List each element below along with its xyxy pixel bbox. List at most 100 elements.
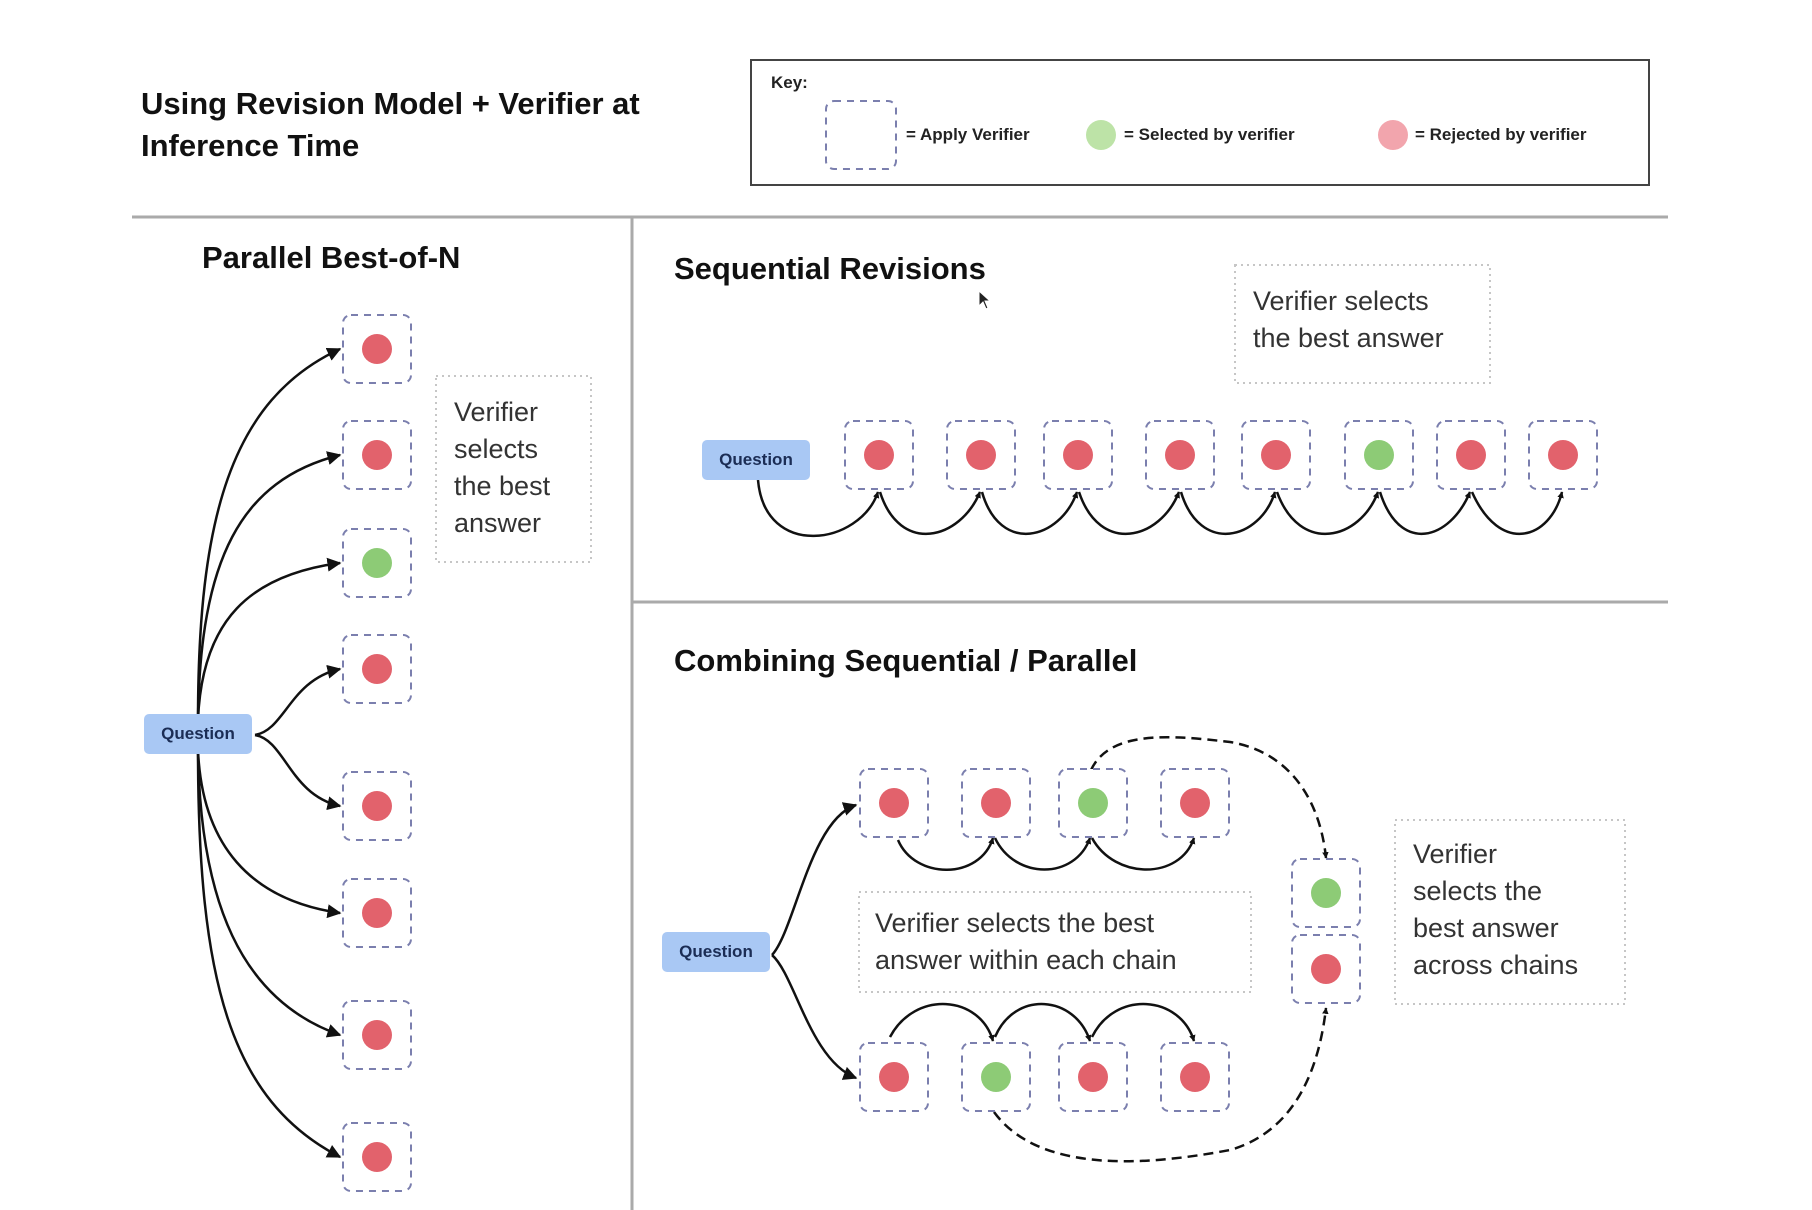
chain-top-answer-4 — [1160, 768, 1230, 838]
sequential-answer-7 — [1436, 420, 1506, 490]
parallel-arrow-6 — [196, 749, 342, 919]
chain-bottom-answer-4 — [1160, 1042, 1230, 1112]
header-title: Using Revision Model + Verifier at Infer… — [141, 83, 640, 167]
selected-answer-dot — [1311, 878, 1341, 908]
sequential-note-line: the best answer — [1253, 323, 1444, 353]
chain-bottom-arrow-2 — [993, 1002, 1092, 1042]
sequential-arrows — [756, 479, 1564, 538]
parallel-note-line: Verifier — [454, 397, 539, 427]
parallel-note-line: answer — [454, 508, 542, 538]
selected-answer-dot — [1078, 788, 1108, 818]
rejected-answer-dot — [879, 788, 909, 818]
parallel-arrow-4 — [254, 664, 342, 737]
chain-bottom-answer-1 — [859, 1042, 929, 1112]
parallel-answer-6 — [342, 878, 412, 948]
combined-question-box — [662, 932, 770, 972]
header-title-line1: Using Revision Model + Verifier at — [141, 86, 640, 121]
combined-title: Combining Sequential / Parallel — [674, 643, 1138, 678]
chain-bottom-arrow-1 — [888, 1002, 995, 1042]
parallel-note-line: the best — [454, 471, 551, 501]
sequential-note: Verifier selects the best answer — [1253, 283, 1444, 357]
final-answer-1 — [1291, 858, 1361, 928]
rejected-answer-dot — [1165, 440, 1195, 470]
rejected-answer-dot — [1548, 440, 1578, 470]
final-answer-2 — [1291, 934, 1361, 1004]
parallel-arrow-2 — [196, 451, 342, 721]
parallel-answer-8 — [342, 1122, 412, 1192]
parallel-answer-3 — [342, 528, 412, 598]
sequential-note-line: Verifier selects — [1253, 286, 1429, 316]
parallel-note-line: selects — [454, 434, 539, 464]
sequential-arrow-2 — [878, 491, 982, 535]
sequential-answer-6 — [1344, 420, 1414, 490]
key-selected-dot — [1086, 120, 1116, 150]
key-apply-verifier-label: = Apply Verifier — [906, 125, 1030, 144]
sequential-arrow-5 — [1179, 491, 1277, 535]
parallel-answer-2 — [342, 420, 412, 490]
parallel-answer-5 — [342, 771, 412, 841]
parallel-answer-1 — [342, 314, 412, 384]
sequential-arrow-8 — [1470, 491, 1564, 535]
cursor-icon — [978, 290, 992, 310]
key-box — [750, 59, 1650, 186]
sequential-answers — [844, 420, 1598, 490]
combined-arrows — [771, 736, 1329, 1163]
chain-bottom-to-final-dashed — [992, 1007, 1329, 1163]
within-chain-note-line: Verifier selects the best — [875, 908, 1155, 938]
parallel-answer-7 — [342, 1000, 412, 1070]
parallel-arrow-5 — [254, 733, 342, 811]
rejected-answer-dot — [1180, 1062, 1210, 1092]
chain-top-answer-1 — [859, 768, 929, 838]
rejected-answer-dot — [362, 334, 392, 364]
rejected-answer-dot — [1078, 1062, 1108, 1092]
sequential-arrow-7 — [1378, 491, 1472, 535]
key-rejected-dot — [1378, 120, 1408, 150]
rejected-answer-dot — [362, 1142, 392, 1172]
sequential-answer-2 — [946, 420, 1016, 490]
key-selected-label: = Selected by verifier — [1124, 125, 1295, 144]
sequential-answer-3 — [1043, 420, 1113, 490]
sequential-answer-4 — [1145, 420, 1215, 490]
parallel-question-box — [144, 714, 252, 754]
parallel-answer-4 — [342, 634, 412, 704]
parallel-title: Parallel Best-of-N — [202, 240, 461, 275]
chain-bottom-answer-2 — [961, 1042, 1031, 1112]
key-verifier-box — [825, 100, 897, 170]
parallel-question-label: Question — [161, 724, 235, 743]
across-chains-note: Verifier selects the best answer across … — [1413, 836, 1578, 984]
rejected-answer-dot — [1456, 440, 1486, 470]
rejected-answer-dot — [864, 440, 894, 470]
sequential-title: Sequential Revisions — [674, 251, 986, 286]
parallel-note-box — [435, 375, 592, 563]
combined-branch-top — [771, 802, 858, 956]
parallel-arrow-3 — [196, 557, 342, 721]
key-title: Key: — [771, 73, 808, 92]
rejected-answer-dot — [981, 788, 1011, 818]
rejected-answer-dot — [1180, 788, 1210, 818]
rejected-answer-dot — [362, 1020, 392, 1050]
selected-answer-dot — [1364, 440, 1394, 470]
chain-top-arrow-2 — [993, 837, 1092, 871]
combined-branch-bottom — [771, 954, 858, 1080]
parallel-answers — [342, 314, 412, 1192]
across-chains-note-line: best answer — [1413, 913, 1559, 943]
parallel-arrow-8 — [196, 749, 342, 1159]
across-chains-note-line: Verifier — [1413, 839, 1498, 869]
combined-question-label: Question — [679, 942, 753, 961]
parallel-note: Verifier selects the best answer — [454, 394, 550, 542]
sequential-question-label: Question — [719, 450, 793, 469]
key-rejected-label: = Rejected by verifier — [1415, 125, 1587, 144]
chain-top-answer-2 — [961, 768, 1031, 838]
rejected-answer-dot — [362, 440, 392, 470]
sequential-arrow-4 — [1077, 491, 1181, 535]
sequential-answer-1 — [844, 420, 914, 490]
rejected-answer-dot — [879, 1062, 909, 1092]
chain-top-answer-3 — [1058, 768, 1128, 838]
rejected-answer-dot — [1261, 440, 1291, 470]
within-chain-note-line: answer within each chain — [875, 945, 1177, 975]
rejected-answer-dot — [362, 654, 392, 684]
chain-top-arrow-1 — [896, 837, 995, 871]
across-chains-note-line: selects the — [1413, 876, 1543, 906]
rejected-answer-dot — [362, 898, 392, 928]
